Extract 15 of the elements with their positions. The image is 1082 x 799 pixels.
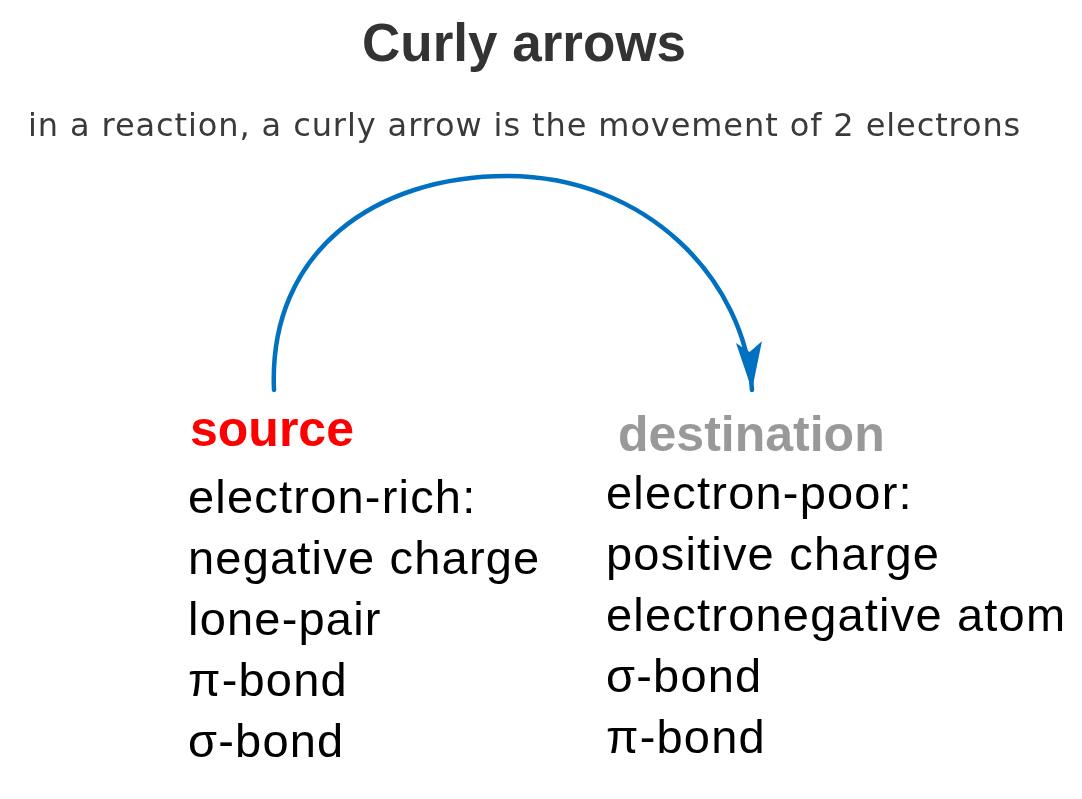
list-item: σ-bond [188,713,345,769]
title: Curly arrows [362,13,686,72]
category-label: electron-poor: [606,465,913,521]
subtitle: in a reaction, a curly arrow is the movement of 2 electrons [28,106,1022,144]
curly-arrow [271,173,759,393]
list-item: positive charge [606,526,941,582]
list-item: σ-bond [606,648,763,704]
column-heading: destination [618,405,885,464]
category-label: electron-rich: [188,469,477,525]
list-item: negative charge [188,530,541,586]
list-item: electronegative atom [606,587,1067,643]
list-item: lone-pair [188,591,382,647]
list-item: π-bond [606,709,766,765]
column-heading: source [190,400,354,459]
list-item: π-bond [188,652,348,708]
